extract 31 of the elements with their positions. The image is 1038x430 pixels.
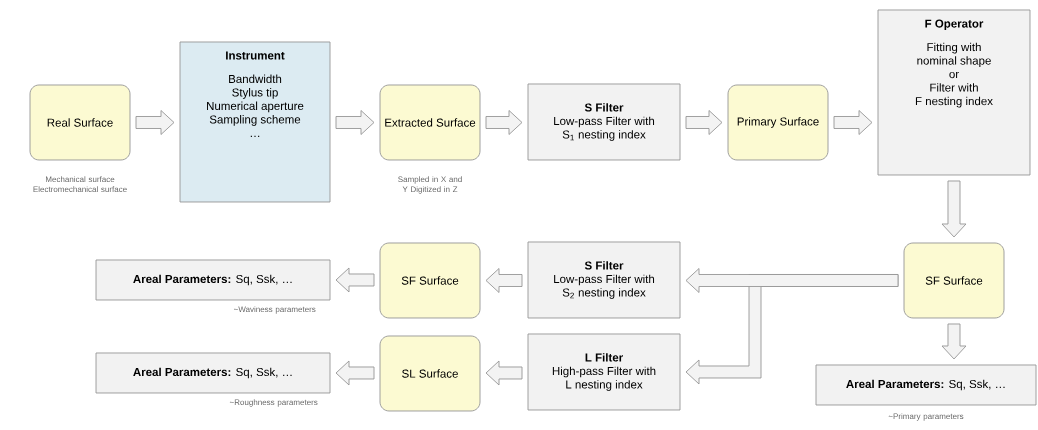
block-arrow — [833, 110, 873, 135]
filter-box: S Filter Low-pass Filter with S$_{1}$ nesting index — [527, 83, 681, 161]
block-arrow — [485, 360, 523, 386]
block-arrow — [485, 110, 523, 135]
parameter-box: Areal Parameters: Sq, Ssk, … — [815, 364, 1037, 406]
parameter-box: Areal Parameters: Sq, Ssk, … — [95, 352, 331, 394]
block-arrow — [335, 267, 375, 293]
instrument-box: Instrument Bandwidth Stylus tip Numerical aperture Sampling scheme … — [179, 41, 331, 203]
filter-box: L Filter High-pass Filter with L nesting index — [527, 333, 681, 411]
surface-box: Primary Surface — [727, 84, 829, 161]
filter-box: F Operator Fitting with nominal shape or Filter with F nesting index — [877, 9, 1031, 176]
node-caption: ~Roughness parameters — [229, 399, 318, 407]
surface-box: SF Surface — [379, 242, 481, 319]
node-caption: ~Waviness parameters — [234, 306, 316, 314]
surface-box: Extracted Surface — [379, 84, 481, 161]
block-arrow — [335, 360, 375, 386]
node-caption: Mechanical surface Electromechanical surface — [33, 176, 127, 193]
block-arrow — [485, 268, 523, 293]
block-arrow — [335, 110, 375, 135]
surface-box: SL Surface — [379, 335, 481, 412]
surface-box: Real Surface — [29, 84, 131, 161]
block-arrow — [135, 110, 175, 135]
surface-box: SF Surface — [903, 242, 1005, 319]
parameter-box: Areal Parameters: Sq, Ssk, … — [95, 259, 331, 301]
block-arrow — [685, 110, 723, 135]
node-caption: Sampled in X and Y Digitized in Z — [398, 176, 462, 194]
node-caption: ~Primary parameters — [888, 413, 964, 421]
block-arrow — [941, 323, 967, 360]
block-arrow — [941, 180, 967, 238]
filter-box: S Filter Low-pass Filter with S$_{2}$ nesting index — [527, 241, 681, 319]
block-arrow — [685, 268, 899, 293]
